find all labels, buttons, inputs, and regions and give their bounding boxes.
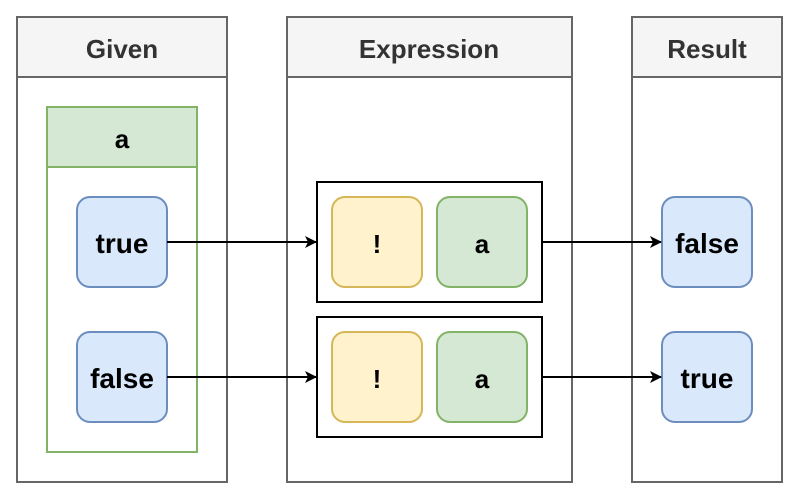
result-value-label: true bbox=[681, 363, 734, 394]
result-column-header bbox=[631, 16, 783, 78]
operator-box bbox=[331, 196, 423, 288]
given-value-false: false bbox=[76, 331, 168, 423]
variable-header bbox=[46, 106, 198, 168]
expression-column-header bbox=[286, 16, 573, 78]
expression-column-title: Expression bbox=[359, 34, 499, 64]
operand-box bbox=[436, 196, 528, 288]
operand-label: a bbox=[475, 229, 490, 259]
given-value-true: true bbox=[76, 196, 168, 288]
result-value-label: false bbox=[675, 228, 739, 259]
given-value-label: false bbox=[90, 363, 154, 394]
result-column-title: Result bbox=[667, 34, 747, 64]
operator-label: ! bbox=[373, 229, 382, 259]
given-value-label: true bbox=[96, 228, 149, 259]
expression-box-2: ! a bbox=[316, 316, 543, 438]
given-column-title: Given bbox=[86, 34, 158, 64]
operator-box bbox=[331, 331, 423, 423]
variable-name: a bbox=[115, 124, 130, 154]
operand-box bbox=[436, 331, 528, 423]
given-column-header bbox=[16, 16, 228, 78]
result-value-true: true bbox=[661, 331, 753, 423]
operand-label: a bbox=[475, 364, 490, 394]
result-value-false: false bbox=[661, 196, 753, 288]
expression-box-1: ! a bbox=[316, 181, 543, 303]
operator-label: ! bbox=[373, 364, 382, 394]
